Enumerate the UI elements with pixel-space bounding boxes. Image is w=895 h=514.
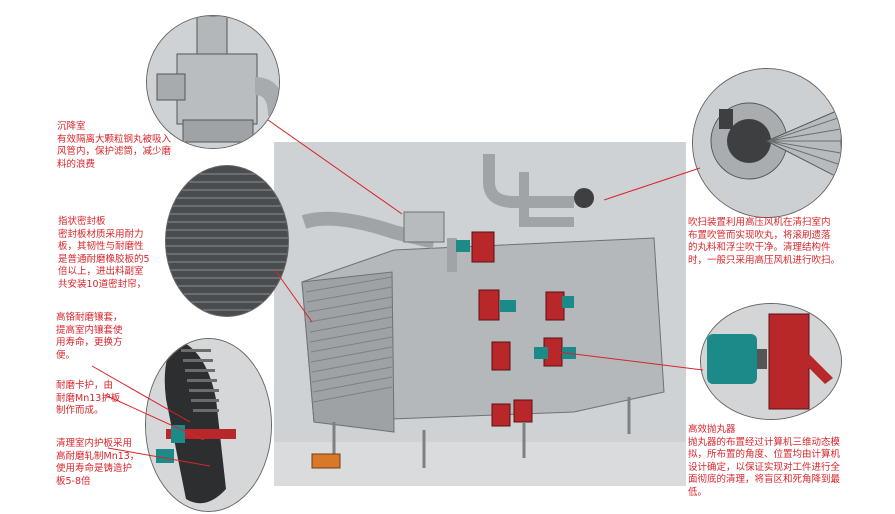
finger-seal-title: 指状密封板 xyxy=(58,216,106,227)
finger-seal-line: 密封板材质采用耐力 xyxy=(58,228,144,240)
wear-guard-line: 制作而成。 xyxy=(56,405,104,416)
guard-plate-line: 使用寿命是铸造护 xyxy=(56,463,133,474)
settling-chamber-detail xyxy=(146,15,280,149)
blower-callout: 吹扫装置利用高压风机在清扫室内 布置吹管而实现吹丸，将滚刷遗落 的丸料和浮尘吹干… xyxy=(688,217,840,267)
finger-seal-callout: 指状密封板 密封板材质采用耐力 板，其韧性与耐磨性 是普通耐磨橡胶板的5 倍以上… xyxy=(58,216,150,291)
wear-guard-line: 耐磨卡护，由 xyxy=(56,380,114,391)
guard-plate-line: 清理室内护板采用 xyxy=(56,438,133,449)
wear-guard-callout: 耐磨卡护，由 耐磨Mn13护板 制作而成。 xyxy=(56,380,120,418)
blast-wheel-line: 低。 xyxy=(688,486,708,498)
blast-wheel-title: 高效抛丸器 xyxy=(688,424,736,435)
blast-wheel-line: 设计确定，以保证实现对工件进行全 xyxy=(688,461,841,473)
blast-wheel-callout: 高效抛丸器 抛丸器的布置经过计算机三维动态模 拟，所布置的角度、位置均由计算机 … xyxy=(688,424,840,499)
blast-wheel-detail xyxy=(700,303,842,420)
wear-sleeve-line: 高铬耐磨镶套， xyxy=(56,312,123,323)
blast-wheel-line: 面彻底的清理，将盲区和死角降到最 xyxy=(688,474,841,485)
finger-seal-detail xyxy=(165,165,289,317)
guard-plate-line: 高耐磨轧制Mn13， xyxy=(56,450,140,462)
settling-chamber-line: 风管内，保护滤筒，减少磨 xyxy=(57,146,172,157)
guard-plate-line: 板5-8倍 xyxy=(56,475,91,487)
blower-line: 布置吹管而实现吹丸，将滚刷遗落 xyxy=(688,229,831,241)
wear-sleeve-callout: 高铬耐磨镶套， 提高室内镶套使 用寿命，更换方 便。 xyxy=(56,312,123,362)
guard-plate-callout: 清理室内护板采用 高耐磨轧制Mn13， 使用寿命是铸造护 板5-8倍 xyxy=(56,438,139,488)
blower-line: 的丸料和浮尘吹干净。清理结构件 xyxy=(688,242,831,253)
wear-guard-line: 耐磨Mn13护板 xyxy=(56,392,121,404)
settling-chamber-title: 沉降室 xyxy=(57,121,86,132)
wear-sleeve-line: 用寿命，更换方 xyxy=(56,337,123,348)
machine-drawing xyxy=(274,154,686,486)
settling-chamber-callout: 沉降室 有效隔离大颗粒钢丸被吸入 风管内，保护滤筒，减少磨 料的浪费 xyxy=(57,121,171,171)
finger-seal-line: 倍以上，进出料副室 xyxy=(58,266,144,277)
settling-chamber-line: 料的浪费 xyxy=(57,158,96,170)
finger-seal-line: 是普通耐磨橡胶板的5 xyxy=(58,253,150,265)
wear-sleeve-line: 便。 xyxy=(56,349,76,361)
blast-wheel-line: 抛丸器的布置经过计算机三维动态模 xyxy=(688,436,841,448)
finger-seal-line: 板，其韧性与耐磨性 xyxy=(58,241,144,252)
blower-detail xyxy=(692,68,842,218)
machine-render xyxy=(274,142,686,486)
blower-line: 吹扫装置利用高压风机在清扫室内 xyxy=(688,217,831,228)
settling-chamber-line: 有效隔离大颗粒钢丸被吸入 xyxy=(57,133,172,145)
finger-seal-line: 共安装10道密封帘， xyxy=(58,278,147,290)
wear-parts-detail xyxy=(145,338,272,512)
blast-wheel-line: 拟，所布置的角度、位置均由计算机 xyxy=(688,449,841,460)
wear-sleeve-line: 提高室内镶套使 xyxy=(56,324,123,336)
blower-line: 时，一般只采用高压风机进行吹扫。 xyxy=(688,254,841,266)
